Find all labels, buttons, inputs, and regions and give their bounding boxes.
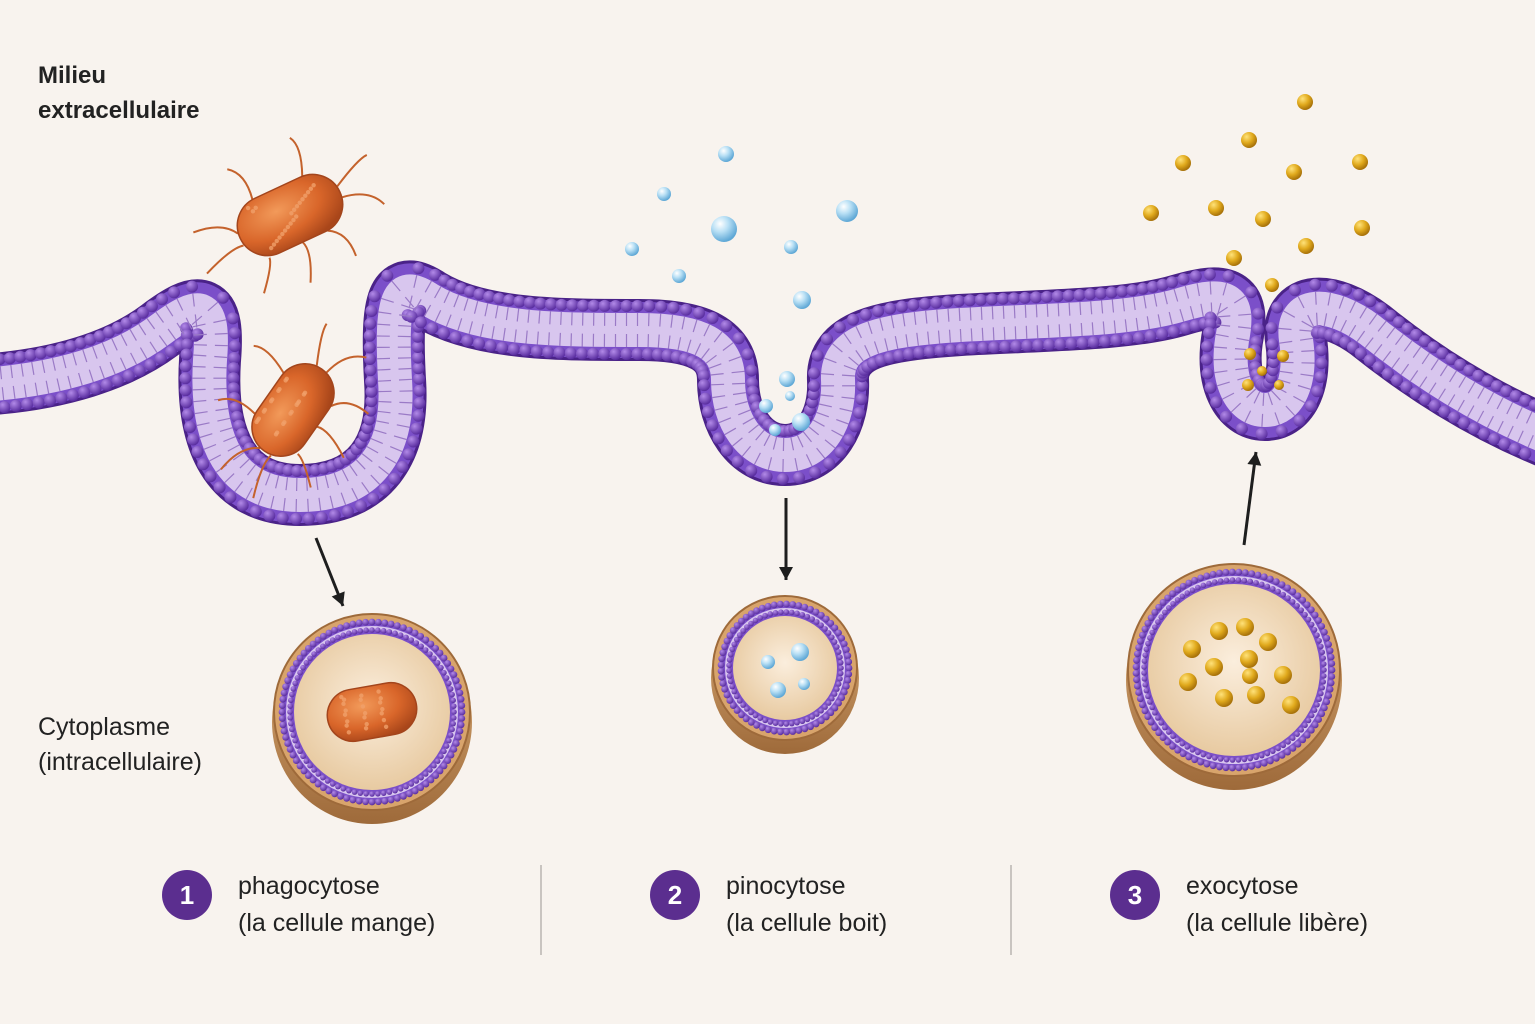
legend-subtitle: (la cellule mange): [238, 909, 436, 937]
water-droplet: [836, 200, 858, 222]
water-droplet: [759, 399, 773, 413]
water-droplet: [785, 391, 795, 401]
legend-divider: [540, 865, 542, 955]
secretion-granule: [1183, 640, 1201, 658]
number-badge: 3: [1110, 870, 1160, 920]
legend-title: exocytose: [1186, 872, 1299, 900]
secretion-granule: [1255, 211, 1271, 227]
legend-item-phagocytosis: 1 phagocytose (la cellule mange): [162, 868, 435, 942]
water-droplet: [770, 682, 786, 698]
phagosome-vesicle: [272, 613, 472, 824]
legend-subtitle: (la cellule boit): [726, 909, 888, 937]
arrows: [314, 451, 1262, 607]
lipid-heads: [0, 262, 1535, 525]
secretion-granule: [1274, 380, 1284, 390]
water-droplet: [657, 187, 671, 201]
bacterium-in-vesicle: [326, 681, 418, 743]
legend-title: phagocytose: [238, 872, 380, 900]
arrow-phagocytosis: [314, 537, 345, 607]
secretion-granule: [1143, 205, 1159, 221]
secretion-granule: [1242, 379, 1254, 391]
secretion-granule: [1257, 366, 1267, 376]
water-droplet: [793, 291, 811, 309]
secretion-granule: [1240, 650, 1258, 668]
membrane-tail-layer: [0, 274, 1535, 513]
legend-item-pinocytosis: 2 pinocytose (la cellule boit): [650, 868, 887, 942]
legend-item-exocytosis: 3 exocytose (la cellule libère): [1110, 868, 1368, 942]
number-badge: 1: [162, 870, 212, 920]
secretion-granule: [1208, 200, 1224, 216]
secretion-granule: [1175, 155, 1191, 171]
particles: [192, 94, 1370, 714]
arrow-exocytosis: [1242, 451, 1262, 546]
plasma-membrane: [0, 260, 1535, 527]
secretion-granule: [1286, 164, 1302, 180]
secretory-vesicle: [1126, 563, 1342, 790]
secretion-granule: [1282, 696, 1300, 714]
secretion-granule: [1259, 633, 1277, 651]
secretion-granule: [1298, 238, 1314, 254]
water-droplet: [798, 678, 810, 690]
water-droplet: [791, 643, 809, 661]
water-droplet: [625, 242, 639, 256]
water-droplet: [784, 240, 798, 254]
secretion-granule: [1297, 94, 1313, 110]
secretion-granule: [1226, 250, 1242, 266]
legend-title: pinocytose: [726, 872, 846, 900]
secretion-granule: [1215, 689, 1233, 707]
secretion-granule: [1354, 220, 1370, 236]
secretion-granule: [1277, 350, 1289, 362]
number-badge: 2: [650, 870, 700, 920]
secretion-granule: [1247, 686, 1265, 704]
secretion-granule: [1210, 622, 1228, 640]
pinocytic-vesicle: [711, 595, 859, 754]
water-droplet: [672, 269, 686, 283]
legend-divider: [1010, 865, 1012, 955]
secretion-granule: [1242, 668, 1258, 684]
water-droplet: [761, 655, 775, 669]
secretion-granule: [1265, 278, 1279, 292]
secretion-granule: [1241, 132, 1257, 148]
lipid-tails: [0, 274, 1534, 512]
water-droplet: [718, 146, 734, 162]
secretion-granule: [1274, 666, 1292, 684]
secretion-granule: [1352, 154, 1368, 170]
legend-subtitle: (la cellule libère): [1186, 909, 1369, 937]
secretion-granule: [1205, 658, 1223, 676]
secretion-granule: [1236, 618, 1254, 636]
water-droplet: [792, 413, 810, 431]
secretion-granule: [1244, 348, 1256, 360]
water-droplet: [769, 424, 781, 436]
label-extracellular: Milieu extracellulaire: [38, 62, 200, 124]
secretion-granule: [1179, 673, 1197, 691]
water-droplet: [711, 216, 737, 242]
water-droplet: [779, 371, 795, 387]
bacterium-engulfed: [217, 323, 370, 499]
arrow-pinocytosis: [779, 498, 793, 580]
vesicles: [272, 563, 1342, 824]
label-cytoplasm: Cytoplasme (intracellulaire): [38, 713, 202, 776]
